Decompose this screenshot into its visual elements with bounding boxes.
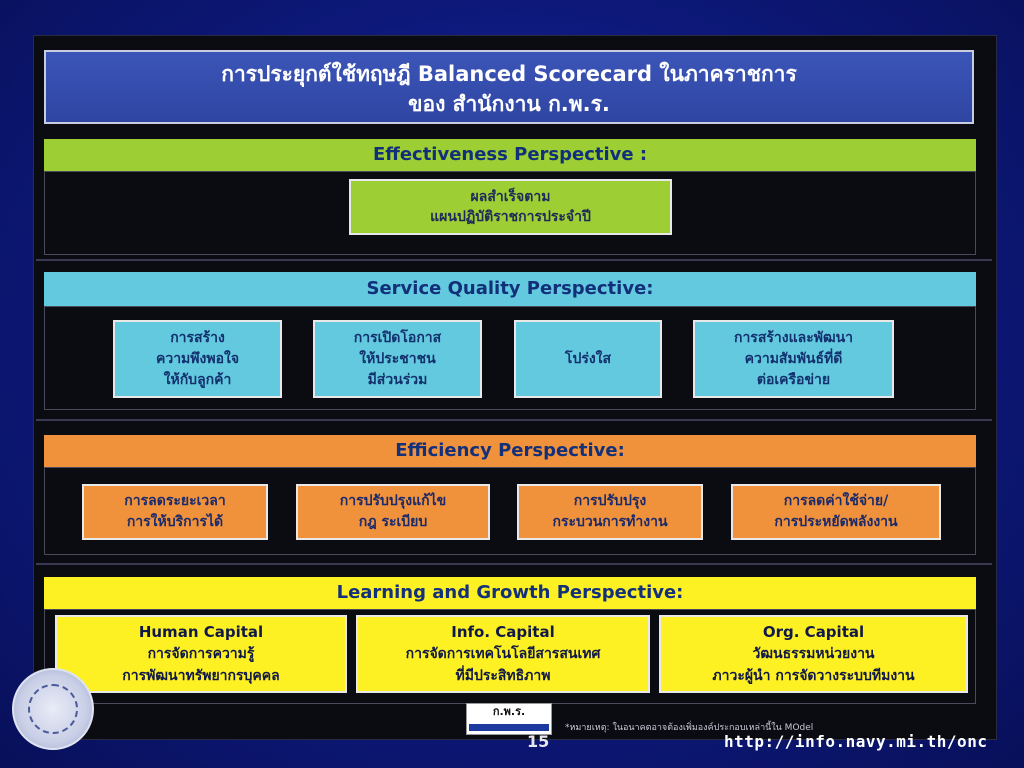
box-line: การพัฒนาทรัพยากรบุคคล [122, 668, 280, 684]
efficiency-header: Efficiency Perspective: [44, 435, 976, 467]
effectiveness-header: Effectiveness Perspective : [44, 139, 976, 171]
emblem-logo [12, 668, 94, 750]
learning-growth-header: Learning and Growth Perspective: [44, 577, 976, 609]
service-box: การสร้างและพัฒนา ความสัมพันธ์ที่ดี ต่อเค… [693, 320, 894, 398]
service-box: การเปิดโอกาส ให้ประชาชน มีส่วนร่วม [313, 320, 482, 398]
box-line: กฎ ระเบียบ [358, 514, 428, 530]
title-line-1: การประยุกต์ใช้ทฤษฎี Balanced Scorecard ใ… [221, 62, 797, 86]
stamp-label: ก.พ.ร. [492, 705, 526, 718]
box-heading: Info. Capital [451, 623, 555, 641]
opdc-stamp: ก.พ.ร. [466, 703, 552, 735]
box-line: ความสัมพันธ์ที่ดี [744, 350, 843, 367]
box-line: กระบวนการทำงาน [552, 514, 668, 530]
footnote: *หมายเหตุ: ในอนาคตอาจต้องเพิ่มองค์ประกอบ… [565, 723, 814, 733]
stamp-bar [469, 724, 549, 731]
box-line: การเปิดโอกาส [353, 329, 442, 346]
page-title: การประยุกต์ใช้ทฤษฎี Balanced Scorecard ใ… [44, 50, 974, 124]
footer-url[interactable]: http://info.navy.mi.th/onc [724, 732, 988, 751]
capital-box: Org. Capital วัฒนธรรมหน่วยงาน ภาวะผู้นำ … [659, 615, 968, 693]
box-line: วัฒนธรรมหน่วยงาน [752, 646, 875, 662]
efficiency-box: การปรับปรุง กระบวนการทำงาน [517, 484, 703, 540]
box-line: การลดค่าใช้จ่าย/ [783, 493, 889, 509]
box-line: ให้ประชาชน [359, 350, 436, 367]
efficiency-box: การลดระยะเวลา การให้บริการได้ [82, 484, 268, 540]
capital-box: Human Capital การจัดการความรู้ การพัฒนาท… [55, 615, 347, 693]
box-line: โปร่งใส [564, 350, 612, 367]
service-quality-header: Service Quality Perspective: [44, 272, 976, 306]
service-box: โปร่งใส [514, 320, 662, 398]
box-line: ผลสำเร็จตาม [470, 189, 551, 205]
box-line: ต่อเครือข่าย [756, 371, 831, 388]
effectiveness-section [44, 171, 976, 255]
efficiency-section [44, 467, 976, 555]
box-line: ให้กับลูกค้า [163, 371, 232, 388]
box-line: ภาวะผู้นำ การจัดวางระบบทีมงาน [712, 668, 915, 684]
effectiveness-box: ผลสำเร็จตาม แผนปฏิบัติราชการประจำปี [349, 179, 672, 235]
section-divider [36, 563, 992, 565]
box-heading: Human Capital [138, 623, 264, 641]
box-line: แผนปฏิบัติราชการประจำปี [430, 209, 591, 225]
box-line: การสร้างและพัฒนา [733, 329, 854, 346]
box-heading: Org. Capital [762, 623, 865, 641]
box-line: ที่มีประสิทธิภาพ [455, 668, 551, 684]
box-line: การสร้าง [170, 329, 225, 346]
box-line: การปรับปรุงแก้ไข [339, 493, 447, 509]
box-line: การลดระยะเวลา [124, 493, 226, 509]
service-quality-section [44, 306, 976, 410]
box-line: การประหยัดพลังงาน [774, 514, 898, 530]
box-line: มีส่วนร่วม [367, 371, 428, 388]
box-line: การจัดการความรู้ [147, 646, 255, 662]
service-box: การสร้าง ความพึงพอใจ ให้กับลูกค้า [113, 320, 282, 398]
box-line: การจัดการเทคโนโลยีสารสนเทศ [405, 646, 601, 662]
efficiency-box: การลดค่าใช้จ่าย/ การประหยัดพลังงาน [731, 484, 941, 540]
section-divider [36, 419, 992, 421]
section-divider [36, 259, 992, 261]
box-line: ความพึงพอใจ [155, 350, 240, 367]
page-number: 15 [527, 732, 550, 751]
efficiency-box: การปรับปรุงแก้ไข กฎ ระเบียบ [296, 484, 490, 540]
box-line: การปรับปรุง [573, 493, 647, 509]
title-line-2: ของ สำนักงาน ก.พ.ร. [408, 92, 610, 116]
box-line: การให้บริการได้ [126, 514, 224, 530]
capital-box: Info. Capital การจัดการเทคโนโลยีสารสนเทศ… [356, 615, 650, 693]
